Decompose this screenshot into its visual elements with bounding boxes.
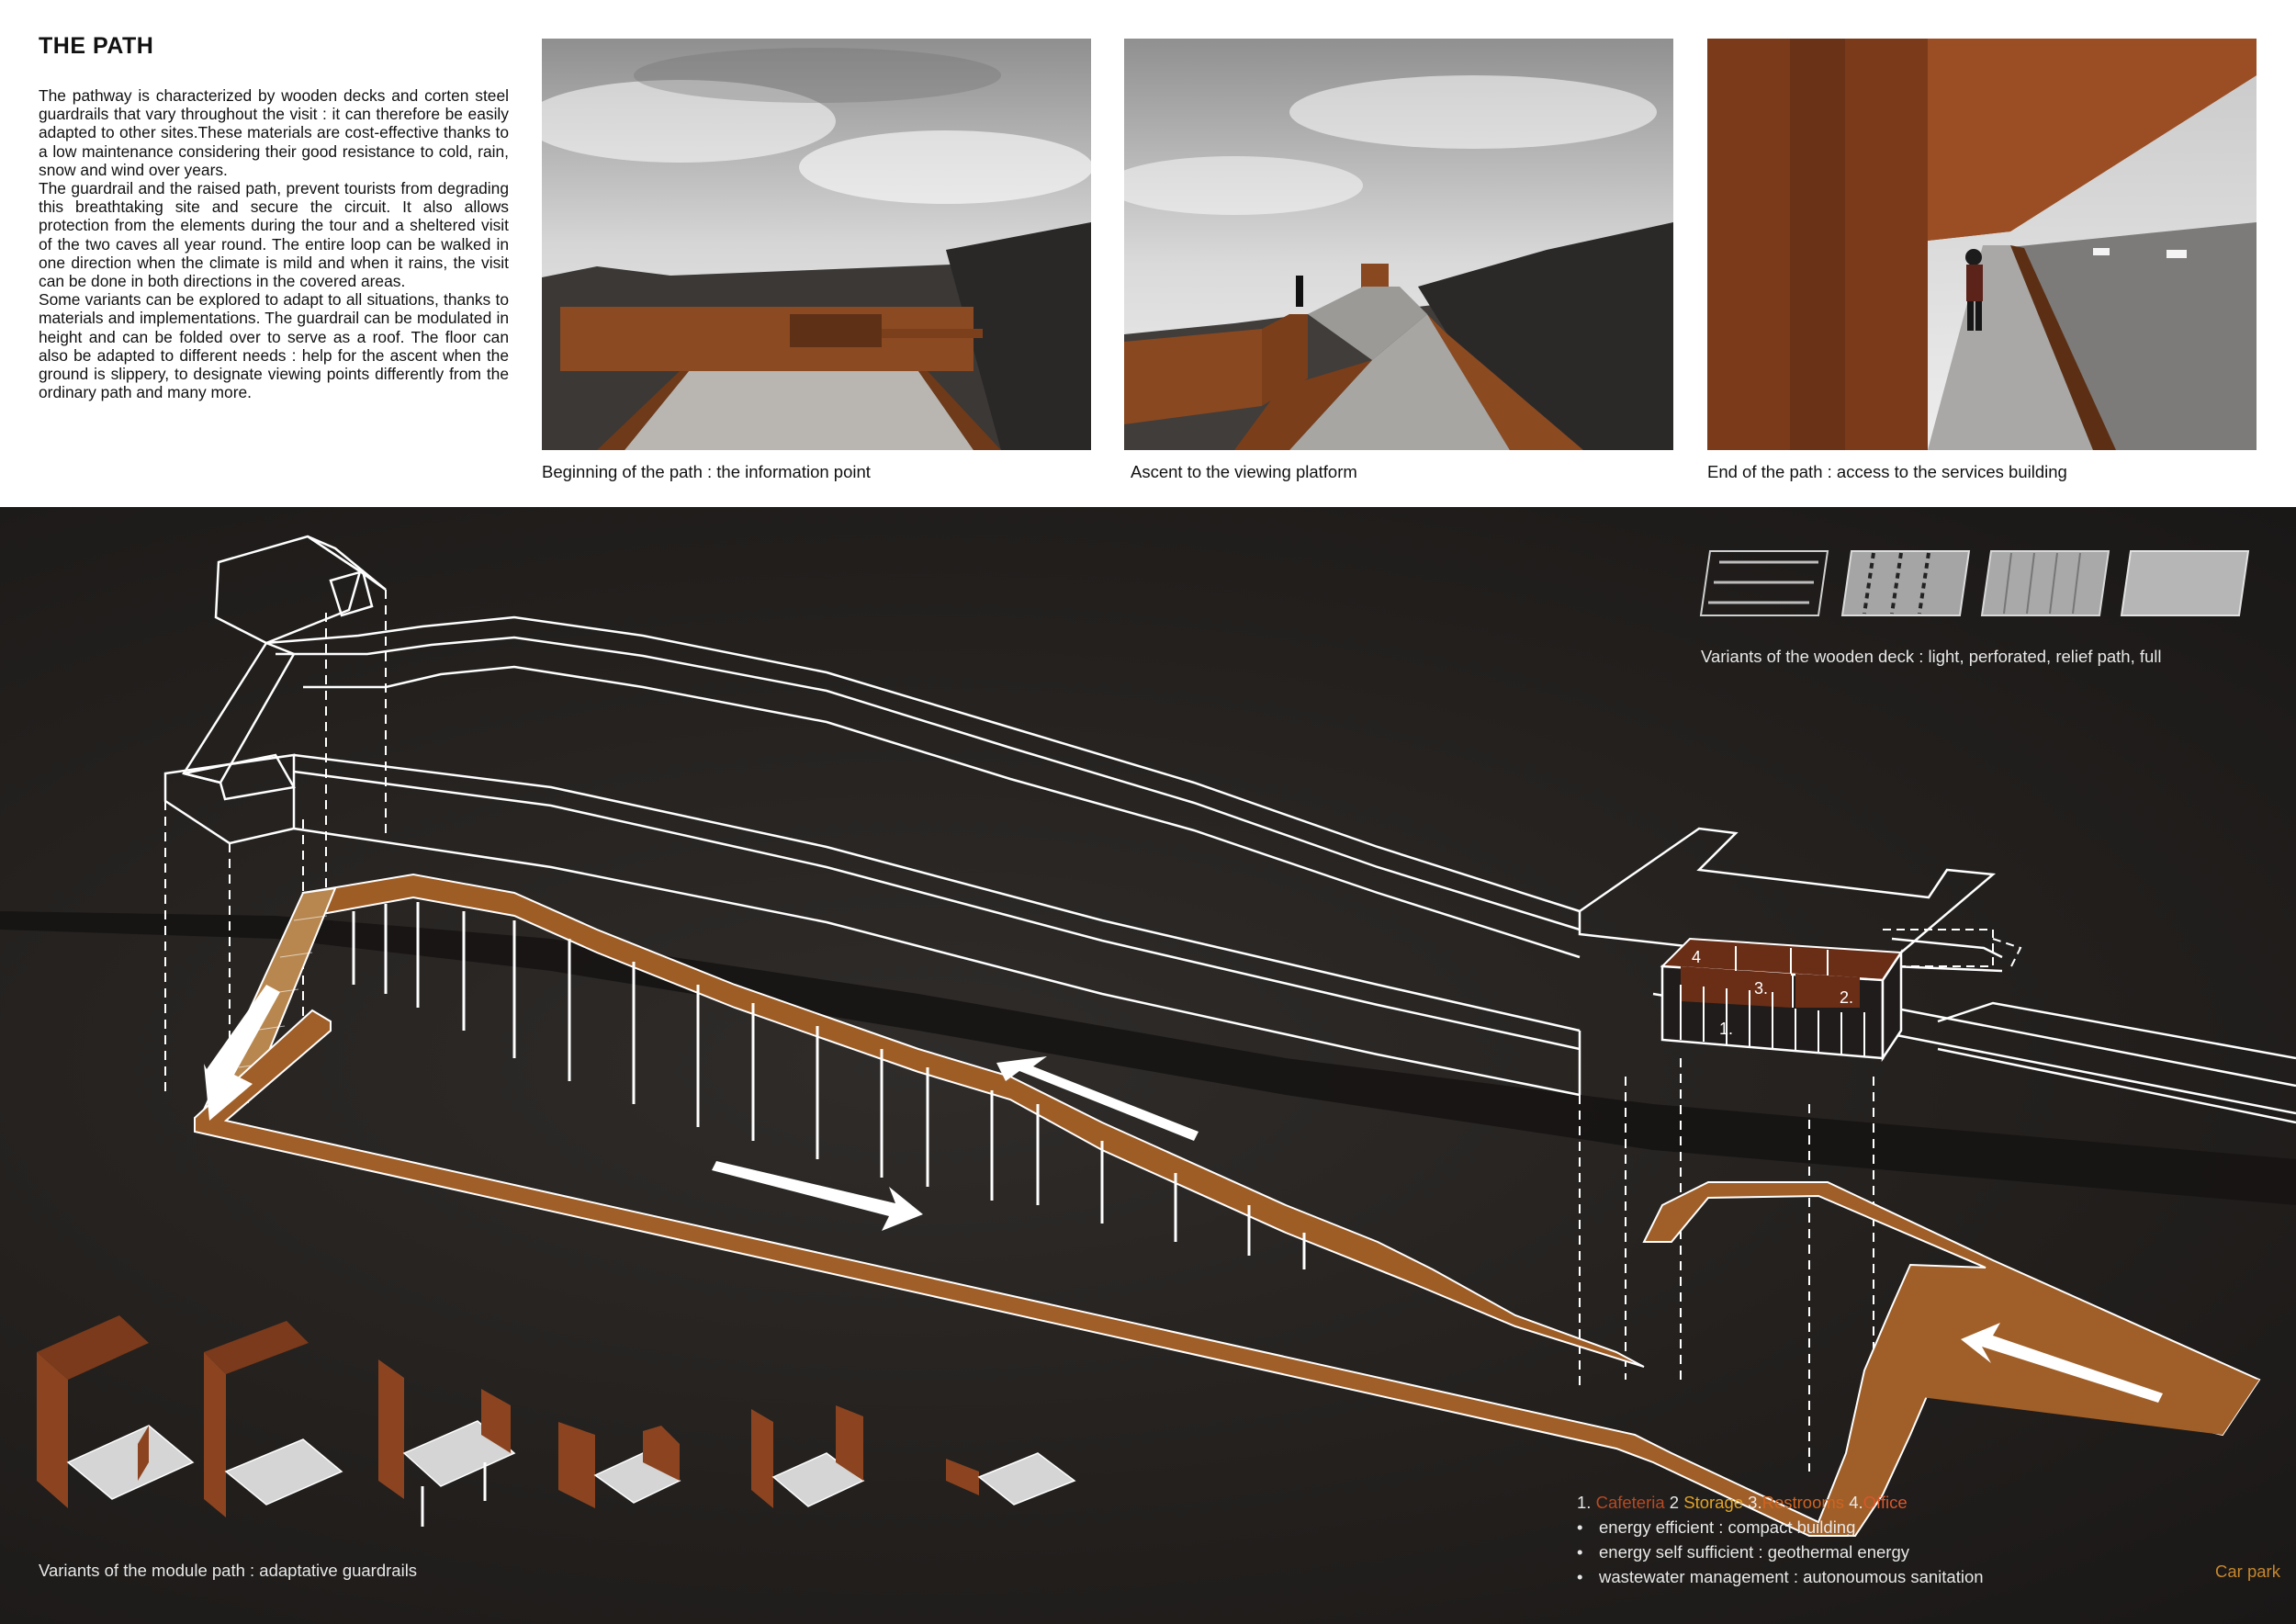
- intro-paragraph-2: The guardrail and the raised path, preve…: [39, 179, 509, 291]
- intro-paragraph-3: Some variants can be explored to adapt t…: [39, 290, 509, 402]
- deck-variant-relief: [1980, 550, 2110, 616]
- intro-paragraph-1: The pathway is characterized by wooden d…: [39, 86, 509, 179]
- deck-variants-caption: Variants of the wooden deck : light, per…: [1701, 647, 2162, 666]
- deck-variant-full: [2120, 550, 2250, 616]
- deck-variant-light: [1699, 550, 1829, 616]
- page-title: THE PATH: [39, 33, 154, 59]
- legend-bullet: wastewater management : autonoumous sani…: [1577, 1564, 1984, 1589]
- cave-wireframe: [163, 535, 1581, 1097]
- top-section: THE PATH The pathway is characterized by…: [0, 0, 2296, 507]
- photo-caption-1: Beginning of the path : the information …: [542, 462, 871, 481]
- module-variant-2: [204, 1321, 343, 1517]
- legend-bullets: energy efficient : compact building ener…: [1577, 1515, 1984, 1589]
- legend-storage: Storage: [1683, 1493, 1744, 1512]
- module-variant-3: [378, 1359, 516, 1527]
- photo-viewing-platform: [1124, 39, 1673, 450]
- module-variant-5: [751, 1405, 865, 1508]
- path-axonometric-drawing: 4 3. 2. 1.: [0, 535, 2296, 1537]
- building-legend: 1. Cafeteria 2 Storage 3.Restrooms 4.Off…: [1577, 1490, 1984, 1589]
- car-park-access-path: [1892, 1334, 2259, 1435]
- building-label-2: 2.: [1840, 988, 1853, 1007]
- walkway-stilts: [352, 902, 1306, 1269]
- legend-bullet: energy self sufficient : geothermal ener…: [1577, 1539, 1984, 1564]
- car-park-label: Car park: [2215, 1562, 2280, 1581]
- legend-bullet: energy efficient : compact building: [1577, 1515, 1984, 1539]
- building-label-4: 4: [1692, 948, 1701, 966]
- deck-variant-perforated: [1840, 550, 1971, 616]
- legend-cafeteria: Cafeteria: [1595, 1493, 1665, 1512]
- photo-caption-2: Ascent to the viewing platform: [1131, 462, 1357, 481]
- intro-text: The pathway is characterized by wooden d…: [39, 86, 509, 401]
- building-label-1: 1.: [1719, 1020, 1733, 1038]
- module-variant-4: [558, 1422, 681, 1508]
- arrow-entrance-icon: [1961, 1323, 2163, 1403]
- services-building: [1660, 937, 1903, 1063]
- module-variants-caption: Variants of the module path : adaptative…: [39, 1561, 418, 1580]
- photo-caption-3: End of the path : access to the services…: [1707, 462, 2067, 481]
- arrow-down-stairs-icon: [204, 985, 280, 1121]
- legend-office: Office: [1863, 1493, 1908, 1512]
- raised-walkway: [301, 873, 1645, 1368]
- photo-services-building: [1707, 39, 2257, 450]
- module-variant-6: [946, 1452, 1076, 1506]
- legend-restrooms: Restrooms: [1761, 1493, 1845, 1512]
- axonometric-board: 4 3. 2. 1.: [0, 507, 2296, 1624]
- module-variant-1: [37, 1315, 195, 1508]
- photo-information-point: [542, 39, 1091, 450]
- arrow-along-path-icon: [712, 1161, 923, 1231]
- legend-rooms: 1. Cafeteria 2 Storage 3.Restrooms 4.Off…: [1577, 1493, 1908, 1512]
- arrow-up-walkway-icon: [996, 1056, 1199, 1141]
- building-label-3: 3.: [1754, 979, 1768, 998]
